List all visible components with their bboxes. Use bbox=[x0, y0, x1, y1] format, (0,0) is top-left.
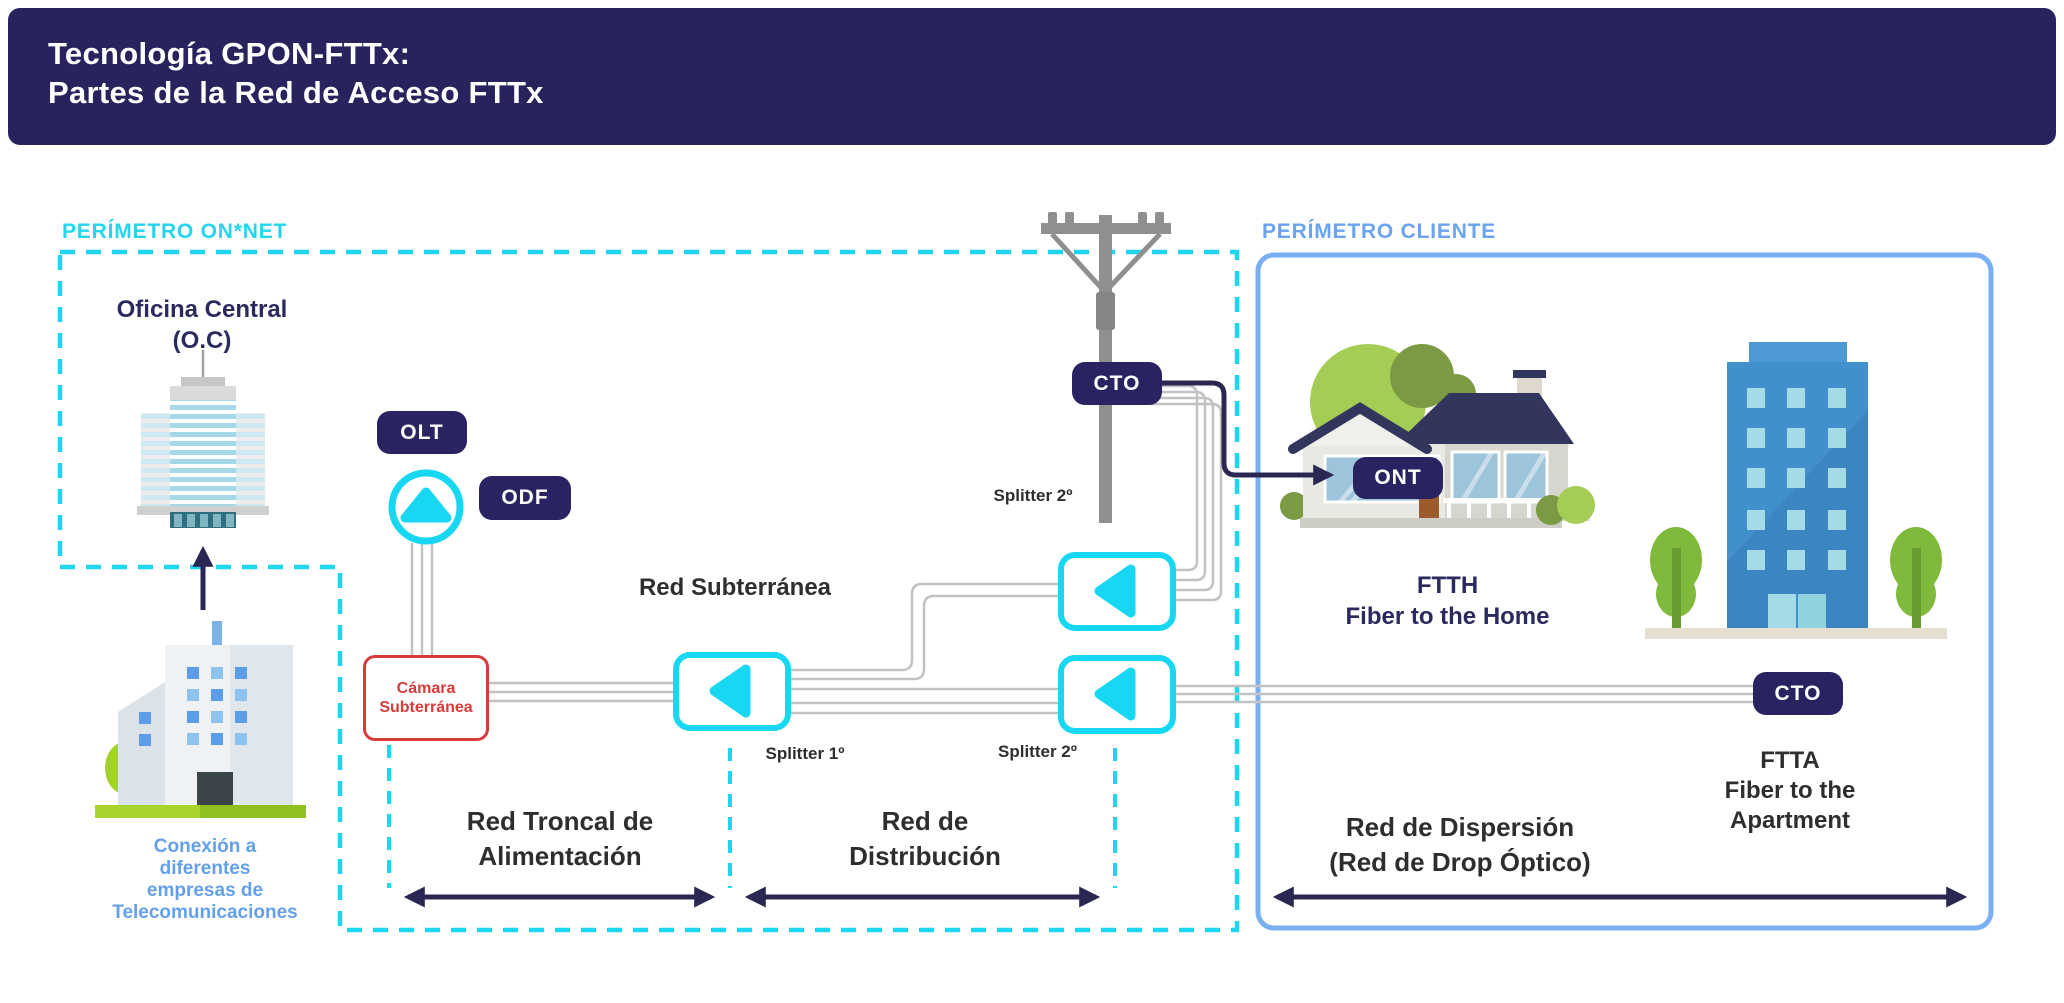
cable-upper-splitter2-to-cto bbox=[1150, 384, 1223, 602]
red-distribucion-line1: Red de bbox=[881, 806, 969, 836]
ftta-line3: Apartment bbox=[1729, 807, 1850, 834]
central-office-line2: (O.C) bbox=[172, 327, 232, 354]
red-subterranea-label: Red Subterránea bbox=[638, 574, 832, 601]
ftth-line1: FTTH bbox=[1416, 572, 1479, 599]
central-office-label: Oficina Central (O.C) bbox=[82, 294, 322, 356]
splitter2-pole-label: Splitter 2º bbox=[993, 486, 1073, 505]
central-office-building-icon bbox=[137, 350, 269, 528]
conexion-line3: empresas de bbox=[146, 880, 264, 901]
red-troncal-label: Red Troncal de Alimentación bbox=[400, 804, 720, 874]
page-title: Tecnología GPON-FTTx: Partes de la Red d… bbox=[48, 34, 544, 112]
splitter1-label: Splitter 1º bbox=[765, 744, 845, 763]
conexion-line4: Telecomunicaciones bbox=[112, 902, 298, 923]
red-dispersion-label: Red de Dispersión (Red de Drop Óptico) bbox=[1260, 810, 1660, 880]
cable-splitter1-to-upper-splitter2 bbox=[788, 582, 1062, 681]
olt-badge: OLT bbox=[377, 411, 467, 454]
cto-to-ont-arrow bbox=[1155, 380, 1335, 486]
camara-line2: Subterránea bbox=[379, 699, 473, 716]
red-troncal-line2: Alimentación bbox=[478, 841, 642, 871]
ftta-label: FTTA Fiber to the Apartment bbox=[1690, 746, 1890, 836]
red-dispersion-line1: Red de Dispersión bbox=[1345, 812, 1575, 842]
red-distribucion-label: Red de Distribución bbox=[765, 804, 1085, 874]
ftth-line2: Fiber to the Home bbox=[1345, 603, 1550, 630]
camara-line1: Cámara bbox=[396, 680, 456, 697]
conexion-line2: diferentes bbox=[159, 858, 251, 879]
apartment-building-icon bbox=[1645, 342, 1947, 639]
splitter2-lower-label: Splitter 2º bbox=[998, 742, 1077, 761]
house-icon bbox=[1280, 344, 1595, 528]
odf-badge: ODF bbox=[479, 476, 571, 520]
conexion-label: Conexión a diferentes empresas de Teleco… bbox=[75, 836, 335, 924]
onnet-perimeter-label: PERÍMETRO ON*NET bbox=[62, 220, 288, 243]
fiber-cables bbox=[410, 384, 1770, 715]
section-separators bbox=[387, 745, 1117, 888]
ftth-label: FTTH Fiber to the Home bbox=[1320, 570, 1575, 632]
telco-building-icon bbox=[95, 621, 306, 818]
cto-pole-badge: CTO bbox=[1072, 362, 1162, 405]
splitter1-icon bbox=[673, 652, 791, 731]
cto-building-badge: CTO bbox=[1753, 672, 1843, 715]
cable-camara-to-splitter1 bbox=[483, 681, 678, 703]
red-distribucion-line2: Distribución bbox=[849, 841, 1001, 871]
red-troncal-line1: Red Troncal de bbox=[466, 806, 654, 836]
cable-olt-to-camara bbox=[410, 543, 434, 656]
title-line-1: Tecnología GPON-FTTx: bbox=[48, 36, 411, 71]
red-dispersion-line2: (Red de Drop Óptico) bbox=[1329, 847, 1591, 877]
splitter2-lower-icon bbox=[1058, 655, 1176, 734]
title-banner: Tecnología GPON-FTTx: Partes de la Red d… bbox=[8, 8, 2056, 145]
onnet-perimeter-box bbox=[57, 249, 1240, 933]
olt-node-icon bbox=[388, 469, 464, 545]
ont-badge: ONT bbox=[1353, 457, 1443, 499]
cable-splitter1-to-lower-splitter2 bbox=[788, 687, 1062, 715]
conexion-line1: Conexión a bbox=[153, 836, 257, 857]
ftta-line2: Fiber to the bbox=[1724, 777, 1856, 804]
central-office-line1: Oficina Central bbox=[116, 296, 288, 323]
client-perimeter-label: PERÍMETRO CLIENTE bbox=[1262, 220, 1497, 243]
title-line-2: Partes de la Red de Acceso FTTx bbox=[48, 75, 544, 110]
ftta-line1: FTTA bbox=[1760, 747, 1820, 774]
camara-subterranea-box: Cámara Subterránea bbox=[363, 655, 489, 741]
cable-lower-splitter2-to-cto-right bbox=[1172, 684, 1770, 704]
client-perimeter-box bbox=[1255, 252, 1994, 931]
splitter2-upper-icon bbox=[1058, 552, 1176, 631]
